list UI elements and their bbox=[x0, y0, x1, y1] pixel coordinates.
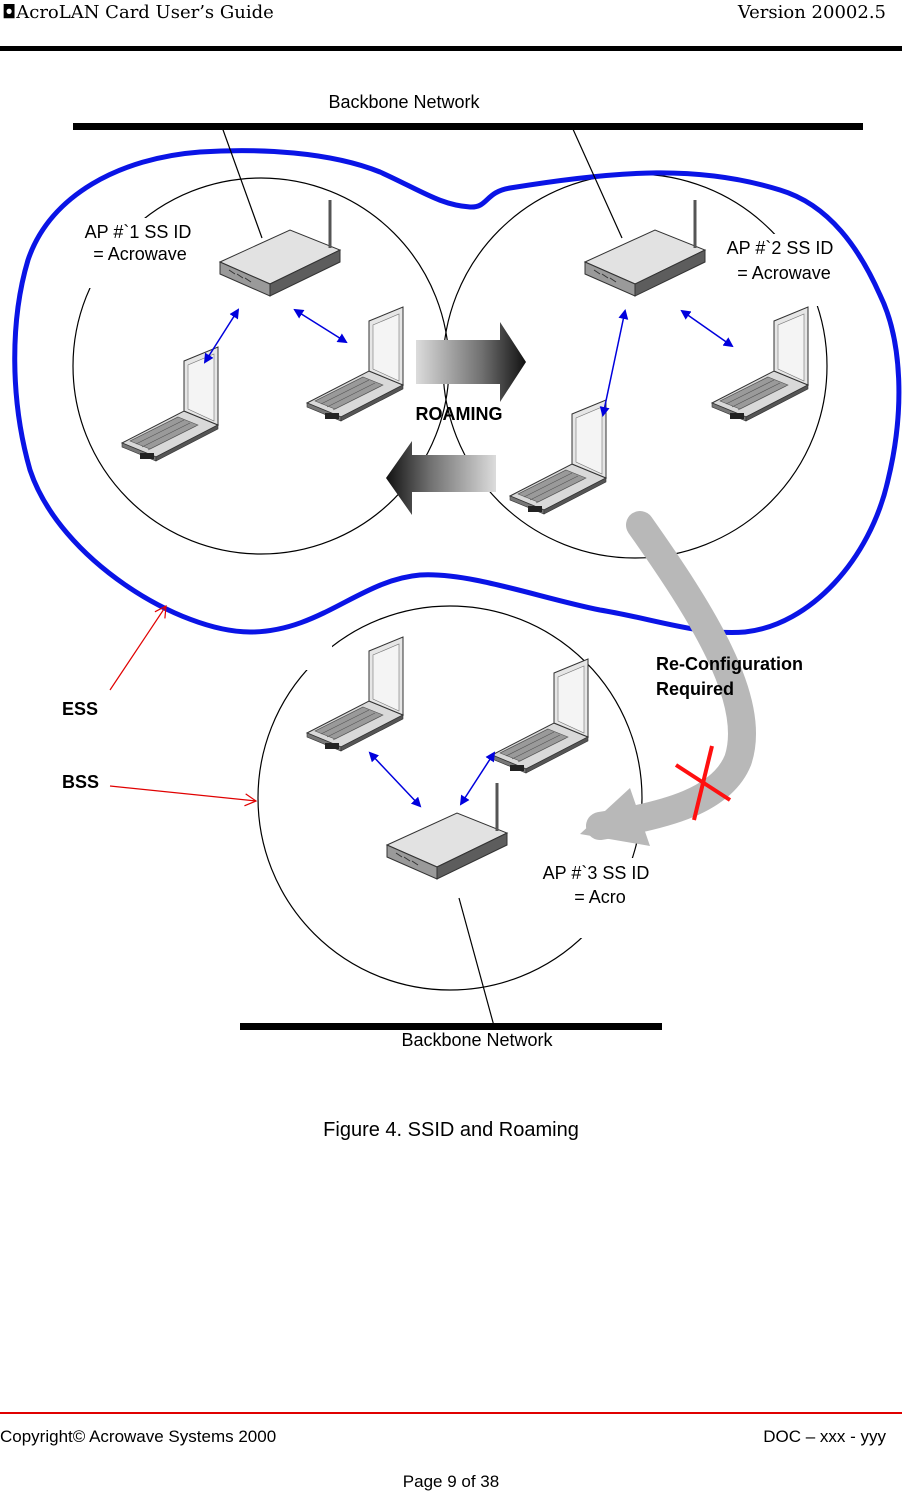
figure-caption: Figure 4. SSID and Roaming bbox=[323, 1119, 579, 1141]
bss-label: BSS bbox=[62, 772, 99, 792]
ap1-ssid-line2: = Acrowave bbox=[93, 244, 187, 264]
footer-page-number: Page 9 of 38 bbox=[402, 1472, 500, 1491]
reconfig-arrowhead bbox=[580, 788, 650, 846]
laptop-3b bbox=[491, 658, 589, 774]
access-point-1 bbox=[218, 198, 342, 298]
blocked-cross-icon bbox=[674, 745, 732, 821]
laptop-1a bbox=[121, 346, 219, 462]
laptop-2a bbox=[711, 306, 809, 422]
access-point-3 bbox=[385, 781, 509, 881]
wireless-links bbox=[203, 308, 734, 808]
header-version: Version 20002.5 bbox=[737, 2, 886, 23]
header-title: ◘AcroLAN Card User’s Guide bbox=[2, 2, 274, 23]
ap3-uplink bbox=[458, 897, 495, 1027]
footer-copyright: Copyright© Acrowave Systems 2000 bbox=[0, 1427, 277, 1446]
ess-label: ESS bbox=[62, 699, 98, 719]
roaming-arrow-left bbox=[386, 441, 496, 515]
roaming-arrow-right bbox=[416, 322, 526, 402]
ap1-ssid-line1: AP #`1 SS ID bbox=[85, 222, 192, 242]
ap3-ssid-line1: AP #`3 SS ID bbox=[543, 863, 650, 883]
laptop-2b bbox=[509, 399, 607, 515]
backbone-bottom-label: Backbone Network bbox=[401, 1030, 553, 1050]
reconfig-label-line2: Required bbox=[656, 679, 734, 699]
header-rule bbox=[0, 46, 902, 51]
ess-pointer bbox=[109, 604, 167, 691]
ap3-ssid-line2: = Acro bbox=[574, 887, 626, 907]
access-point-2 bbox=[583, 198, 707, 298]
ssid-roaming-diagram: Backbone Network Backbone Network ROAMIN… bbox=[12, 92, 902, 1050]
reconfig-arrow bbox=[586, 511, 756, 840]
ap2-ssid-line1: AP #`2 SS ID bbox=[727, 238, 834, 258]
ap2-uplink bbox=[571, 126, 623, 239]
ap1-uplink bbox=[221, 126, 263, 239]
footer-doc-id: DOC – xxx - yyy bbox=[763, 1427, 886, 1446]
page-header: ◘AcroLAN Card User’s Guide Version 20002… bbox=[0, 0, 902, 52]
ess-outline bbox=[12, 148, 902, 636]
reconfig-label-line1: Re-Configuration bbox=[656, 654, 803, 674]
backbone-top-line bbox=[73, 123, 863, 130]
footer-rule bbox=[0, 1412, 902, 1414]
laptop-1b bbox=[306, 306, 404, 422]
bss-pointer bbox=[109, 785, 258, 807]
ap2-ssid-line2: = Acrowave bbox=[737, 263, 831, 283]
bss-cell-3 bbox=[257, 605, 643, 991]
backbone-top-label: Backbone Network bbox=[328, 92, 480, 112]
backbone-bottom-line bbox=[240, 1023, 662, 1030]
roaming-label: ROAMING bbox=[416, 404, 503, 424]
